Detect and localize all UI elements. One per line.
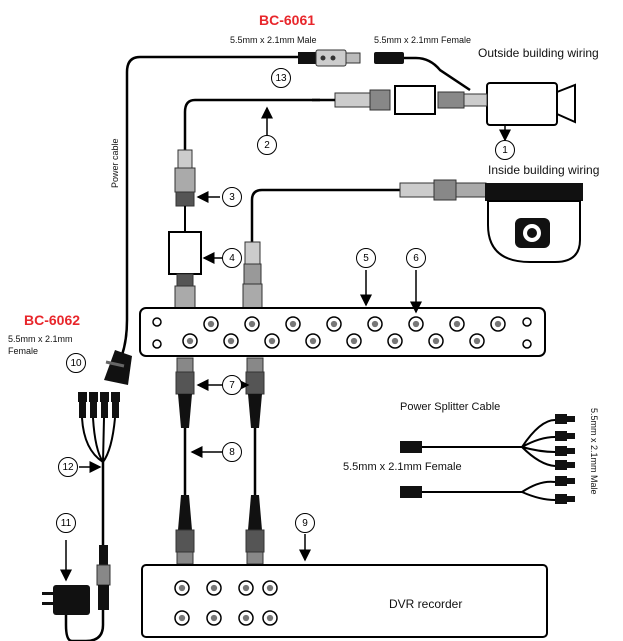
- label-splitter-male: 5.5mm x 2.1mm Male: [589, 408, 599, 495]
- splitter-plug: [111, 392, 120, 402]
- male-plug: [555, 460, 567, 470]
- dvr-port-pin: [242, 584, 250, 592]
- panel-port-pin: [371, 320, 379, 328]
- panel-port-pin: [268, 337, 276, 345]
- panel-port-pin: [494, 320, 502, 328]
- panel-port-pin: [248, 320, 256, 328]
- callout-11: 11: [56, 513, 76, 533]
- label-male-top: 5.5mm x 2.1mm Male: [230, 35, 317, 45]
- panel-port-pin: [453, 320, 461, 328]
- callout-5: 5: [356, 248, 376, 268]
- panel-port-pin: [227, 337, 235, 345]
- panel-port-pin: [473, 337, 481, 345]
- callout-8: 8: [222, 442, 242, 462]
- inside-cable: [250, 188, 400, 242]
- panel-port-pin: [330, 320, 338, 328]
- callout-3: 3: [222, 187, 242, 207]
- male-plug: [555, 414, 567, 424]
- splitter-plug: [89, 392, 98, 402]
- panel-port-pin: [350, 337, 358, 345]
- power-splitter-cable: [400, 414, 575, 504]
- dvr-bnc-cables: [175, 357, 265, 565]
- panel-port-pin: [289, 320, 297, 328]
- panel-port-pin: [412, 320, 420, 328]
- dvr-port-pin: [178, 584, 186, 592]
- power-cable: [120, 55, 300, 356]
- splitter-plug: [78, 392, 87, 402]
- patch-panel: [139, 307, 546, 357]
- inside-bnc: [242, 179, 487, 309]
- bc6061-adapter: [298, 49, 361, 67]
- male-plug: [555, 446, 567, 456]
- label-female-top: 5.5mm x 2.1mm Female: [374, 35, 472, 45]
- callout-4: 4: [222, 248, 242, 268]
- panel-port-pin: [207, 320, 215, 328]
- panel-port-pin: [432, 337, 440, 345]
- left-bnc-chain: [168, 149, 222, 309]
- callout-12: 12: [58, 457, 78, 477]
- callout-10: 10: [66, 353, 86, 373]
- dvr-port-pin: [178, 614, 186, 622]
- panel-port-pin: [309, 337, 317, 345]
- callout-13: 13: [271, 68, 291, 88]
- label-outside: Outside building wiring: [478, 46, 599, 60]
- label-splitter-female: 5.5mm x 2.1mm Female: [343, 461, 462, 473]
- callout-2: 2: [257, 135, 277, 155]
- dvr-recorder: [141, 564, 548, 638]
- label-inside: Inside building wiring: [488, 163, 600, 177]
- title-bc6061: BC-6061: [259, 12, 316, 28]
- label-splitter: Power Splitter Cable: [400, 401, 501, 413]
- female-plug-top: [374, 52, 471, 92]
- male-plug: [555, 431, 567, 441]
- callout-9: 9: [295, 513, 315, 533]
- label-dvr: DVR recorder: [389, 597, 463, 611]
- splitter-plug: [100, 392, 109, 402]
- bc6062-splitter: [64, 350, 132, 641]
- title-bc6062: BC-6062: [24, 312, 81, 328]
- dvr-port-pin: [242, 614, 250, 622]
- callout-7: 7: [222, 375, 242, 395]
- male-plug-tip: [567, 416, 575, 422]
- dvr-port-pin: [210, 584, 218, 592]
- male-plug-tip: [567, 478, 575, 484]
- splitter-plug-body: [112, 402, 119, 418]
- label-power-cable: Power cable: [110, 138, 120, 188]
- video-cable-2: [183, 98, 320, 150]
- label-female-left-2: Female: [8, 346, 39, 356]
- outside-bnc-chain: [312, 85, 488, 115]
- dome-camera: [485, 183, 583, 263]
- dvr-port-pin: [266, 584, 274, 592]
- male-plug: [555, 494, 567, 504]
- label-female-left-1: 5.5mm x 2.1mm: [8, 334, 73, 344]
- dvr-port-pin: [266, 614, 274, 622]
- male-plug-tip: [567, 433, 575, 439]
- panel-port-pin: [391, 337, 399, 345]
- splitter-plug-body: [90, 402, 97, 418]
- dvr-port-pin: [210, 614, 218, 622]
- splitter-plug-body: [79, 402, 86, 418]
- outside-camera: [486, 82, 576, 142]
- male-plug-tip: [567, 496, 575, 502]
- splitter-plug-body: [101, 402, 108, 418]
- callout-1: 1: [495, 140, 515, 160]
- power-adapter: [42, 540, 90, 615]
- male-plug-tip: [567, 462, 575, 468]
- panel-port-pin: [186, 337, 194, 345]
- male-plug-tip: [567, 448, 575, 454]
- callout-6: 6: [406, 248, 426, 268]
- male-plug: [555, 476, 567, 486]
